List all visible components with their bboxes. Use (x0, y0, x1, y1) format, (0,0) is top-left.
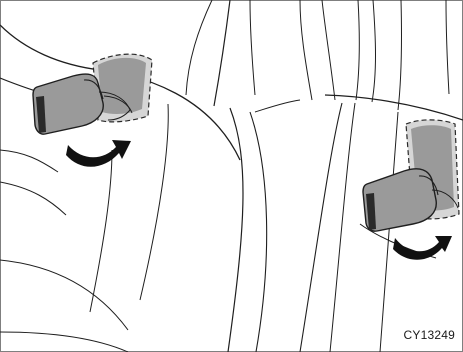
figure-code: CY13249 (404, 328, 455, 342)
